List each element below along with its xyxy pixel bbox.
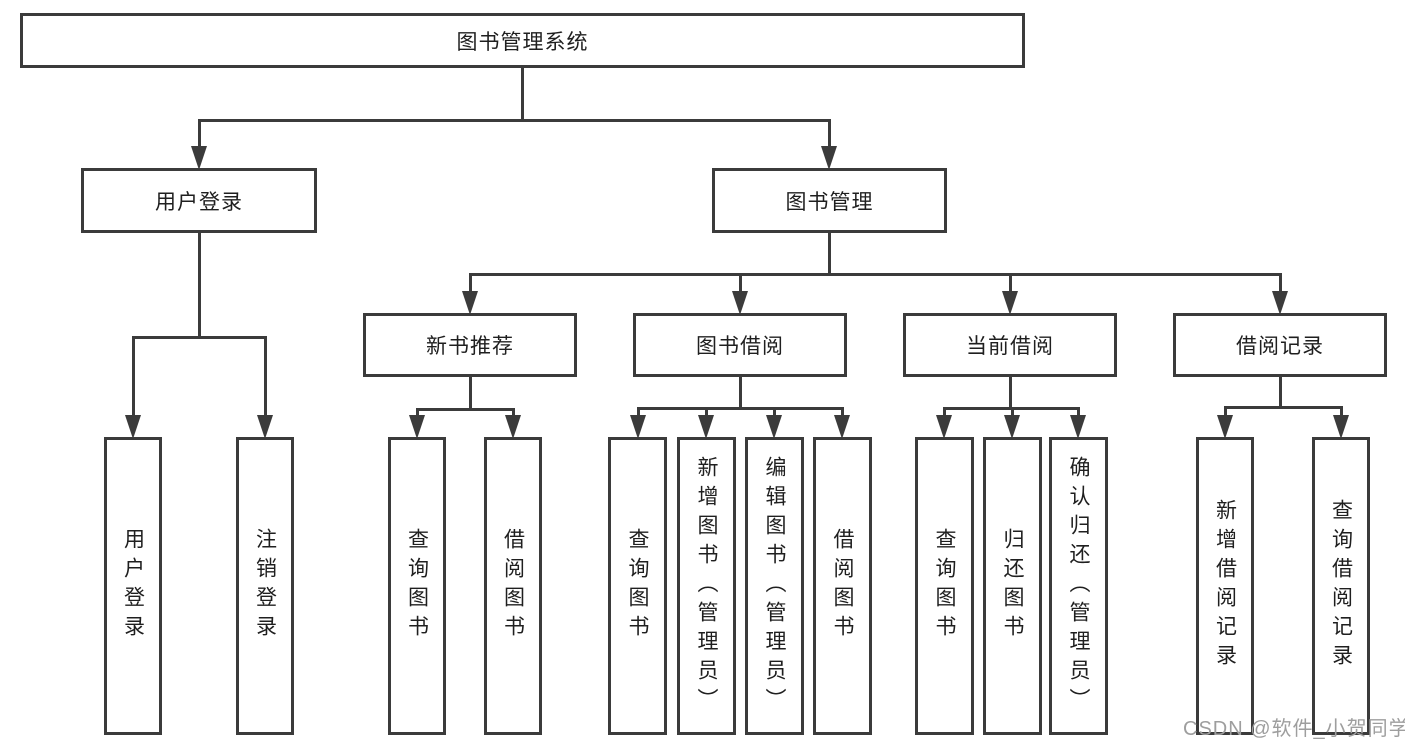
connector-line [1010, 407, 1014, 417]
node-borrowing-records: 借阅记录 [1173, 313, 1387, 377]
node-label: 图书管理 [785, 190, 874, 214]
leaf-label: 借阅图书 [831, 528, 855, 644]
leaf-label: 注销登录 [253, 528, 277, 644]
connector-line [1278, 377, 1282, 409]
arrow-down-icon [505, 415, 521, 439]
leaf-borrow-books: 借阅图书 [813, 437, 872, 735]
csdn-watermark: CSDN @软件_小贺同学 [1183, 718, 1405, 740]
connector-line [738, 273, 742, 293]
connector-line [197, 119, 831, 122]
arrow-down-icon [1333, 415, 1349, 439]
connector-line [197, 119, 201, 148]
arrow-down-icon [1217, 415, 1233, 439]
leaf-label: 查询借阅记录 [1329, 499, 1353, 673]
connector-line [1339, 406, 1343, 417]
leaf-return-books: 归还图书 [983, 437, 1042, 735]
leaf-label: 查询图书 [933, 528, 957, 644]
connector-line [840, 407, 844, 417]
connector-line [1008, 377, 1012, 410]
arrow-down-icon [191, 146, 207, 170]
leaf-label: 确认归还（管理员） [1067, 455, 1091, 717]
arrow-down-icon [698, 415, 714, 439]
arrow-down-icon [257, 415, 273, 439]
leaf-logout: 注销登录 [236, 437, 294, 735]
leaf-edit-books-admin: 编辑图书（管理员） [745, 437, 804, 735]
node-user-login: 用户登录 [81, 168, 317, 233]
connector-line [1278, 273, 1282, 293]
node-label: 新书推荐 [426, 335, 514, 358]
leaf-confirm-return-admin: 确认归还（管理员） [1049, 437, 1108, 735]
node-label: 当前借阅 [966, 335, 1054, 358]
leaf-search-borrow-record: 查询借阅记录 [1312, 437, 1370, 735]
leaf-label: 归还图书 [1001, 528, 1025, 644]
connector-line [263, 336, 267, 417]
arrow-down-icon [462, 291, 478, 315]
leaf-borrow-books: 借阅图书 [484, 437, 542, 735]
leaf-search-books: 查询图书 [388, 437, 446, 735]
arrow-down-icon [1272, 291, 1288, 315]
arrow-down-icon [732, 291, 748, 315]
connector-line [827, 233, 831, 276]
leaf-label: 编辑图书（管理员） [763, 455, 787, 717]
leaf-label: 新增借阅记录 [1213, 499, 1237, 673]
connector-line [468, 273, 472, 293]
node-label: 图书借阅 [696, 335, 784, 358]
connector-line [511, 408, 515, 417]
connector-line [468, 273, 1282, 276]
leaf-search-books: 查询图书 [915, 437, 974, 735]
leaf-label: 借阅图书 [501, 528, 525, 644]
node-label: 借阅记录 [1236, 335, 1324, 358]
connector-line [520, 68, 524, 122]
node-book-management: 图书管理 [712, 168, 947, 233]
leaf-add-books-admin: 新增图书（管理员） [677, 437, 736, 735]
arrow-down-icon [409, 415, 425, 439]
connector-line [1223, 406, 1227, 417]
connector-line [1076, 407, 1080, 417]
leaf-user-login: 用户登录 [104, 437, 162, 735]
node-library-management-system: 图书管理系统 [20, 13, 1025, 68]
arrow-down-icon [834, 415, 850, 439]
arrow-down-icon [1070, 415, 1086, 439]
leaf-label: 新增图书（管理员） [695, 455, 719, 717]
leaf-label: 查询图书 [626, 528, 650, 644]
node-current-borrowing: 当前借阅 [903, 313, 1117, 377]
connector-line [468, 377, 472, 411]
leaf-label: 查询图书 [405, 528, 429, 644]
arrow-down-icon [821, 146, 837, 170]
arrow-down-icon [630, 415, 646, 439]
connector-line [738, 377, 742, 410]
leaf-search-books: 查询图书 [608, 437, 667, 735]
connector-line [636, 407, 844, 410]
connector-line [197, 233, 201, 339]
connector-line [1008, 273, 1012, 293]
node-label: 用户登录 [155, 190, 243, 214]
connector-line [415, 408, 419, 417]
arrow-down-icon [936, 415, 952, 439]
connector-line [704, 407, 708, 417]
node-new-book-recommendation: 新书推荐 [363, 313, 577, 377]
connector-line [772, 407, 776, 417]
connector-line [131, 336, 267, 339]
leaf-add-borrow-record: 新增借阅记录 [1196, 437, 1254, 735]
leaf-label: 用户登录 [121, 528, 145, 644]
node-book-borrowing: 图书借阅 [633, 313, 847, 377]
connector-line [131, 336, 135, 417]
connector-line [827, 119, 831, 148]
connector-line [415, 408, 515, 411]
connector-line [1223, 406, 1343, 409]
node-label: 图书管理系统 [456, 30, 589, 54]
arrow-down-icon [766, 415, 782, 439]
connector-line [942, 407, 946, 417]
arrow-down-icon [125, 415, 141, 439]
arrow-down-icon [1004, 415, 1020, 439]
connector-line [636, 407, 640, 417]
arrow-down-icon [1002, 291, 1018, 315]
